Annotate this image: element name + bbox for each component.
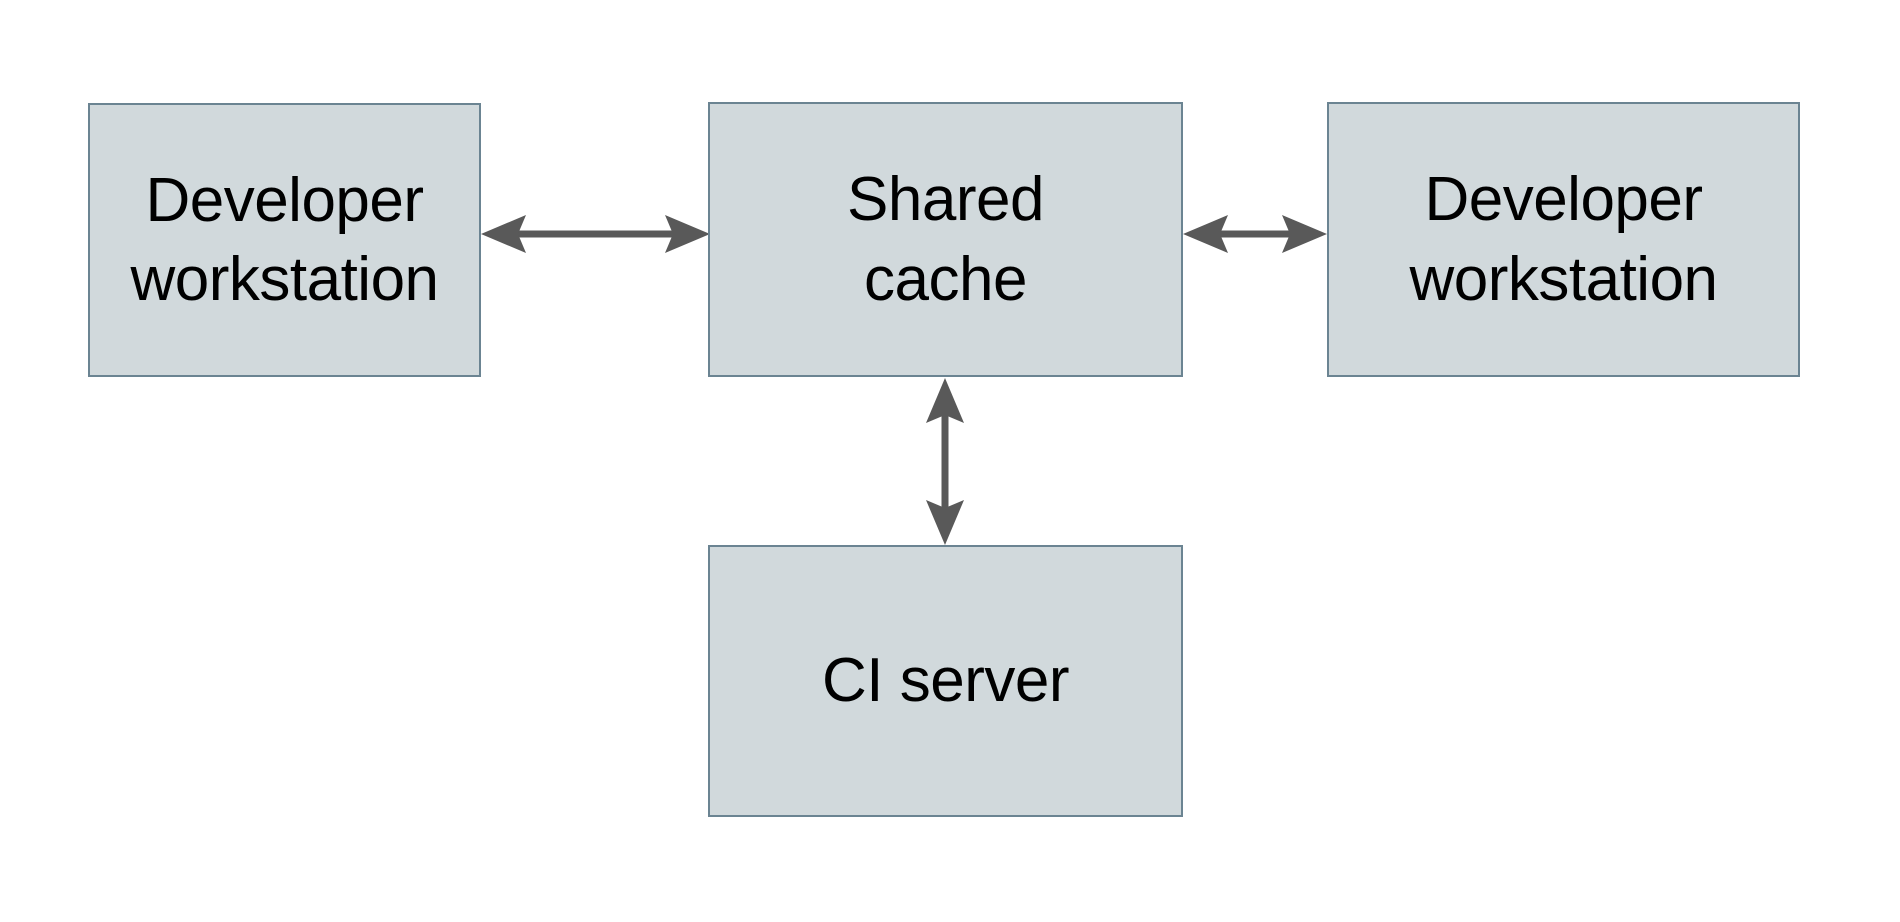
arrowhead-left: [481, 215, 526, 253]
connector-cache-to-dev-right: [1183, 215, 1327, 253]
connector-cache-to-ci-server: [926, 378, 964, 545]
node-developer-workstation-left[interactable]: Developer workstation: [88, 103, 481, 377]
node-ci-server[interactable]: CI server: [708, 545, 1183, 817]
node-label: Developer workstation: [130, 165, 439, 314]
arrowhead-up: [926, 378, 964, 423]
connector-dev-left-to-cache: [481, 215, 710, 253]
arrowhead-right: [665, 215, 710, 253]
arrowhead-left: [1183, 215, 1228, 253]
node-label: Shared cache: [847, 165, 1044, 314]
arrowhead-down: [926, 500, 964, 545]
node-label: Developer workstation: [1409, 165, 1718, 314]
node-label: CI server: [822, 646, 1069, 716]
node-shared-cache[interactable]: Shared cache: [708, 102, 1183, 377]
arrowhead-right: [1282, 215, 1327, 253]
node-developer-workstation-right[interactable]: Developer workstation: [1327, 102, 1800, 377]
